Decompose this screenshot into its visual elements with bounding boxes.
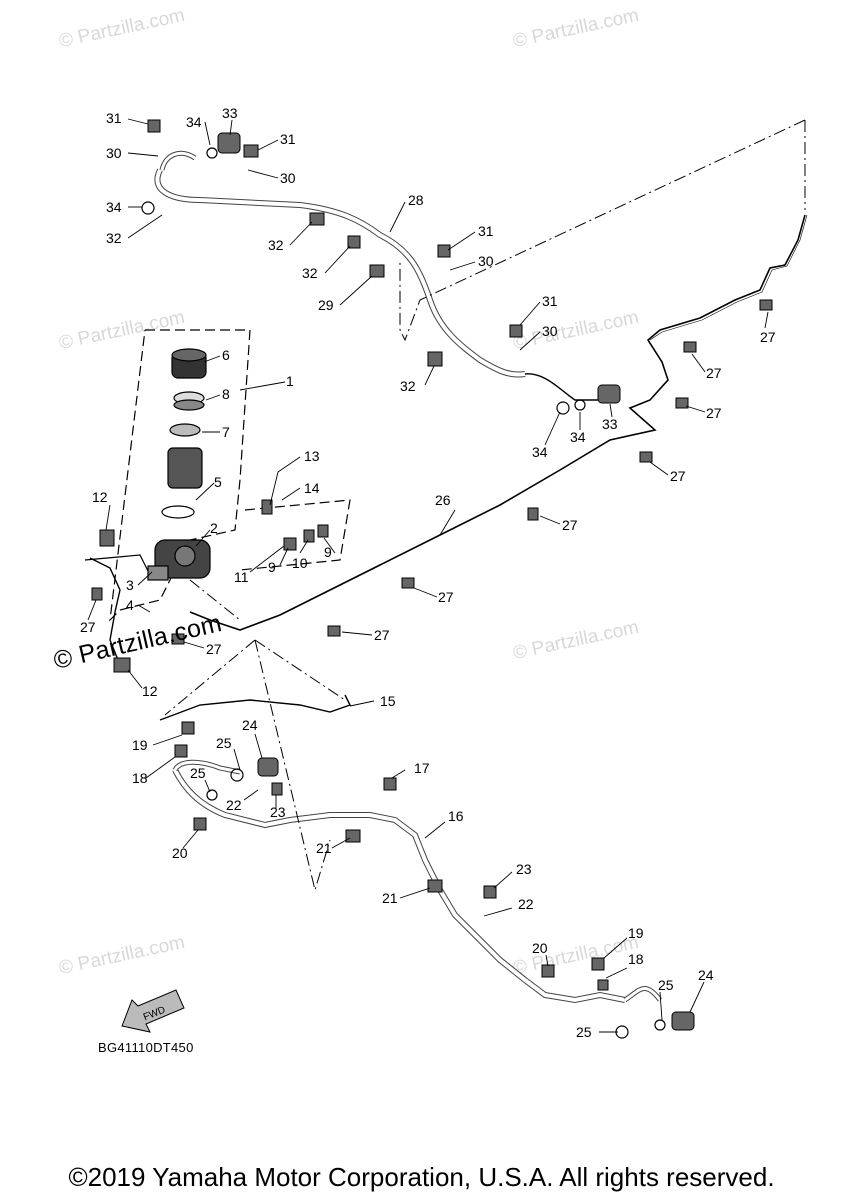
callout: 27 (438, 589, 454, 605)
callout: 25 (190, 765, 206, 781)
callout: 8 (222, 386, 230, 402)
callout: 27 (206, 641, 222, 657)
callout: 12 (92, 489, 108, 505)
callout: 27 (80, 619, 96, 635)
callout: 27 (760, 329, 776, 345)
callout: 32 (106, 230, 122, 246)
callout: 31 (478, 223, 494, 239)
diagram-code: BG41110DT450 (98, 1040, 194, 1055)
callout: 34 (570, 429, 586, 445)
callout: 25 (658, 977, 674, 993)
callout: 33 (602, 416, 618, 432)
callout: 1 (286, 373, 294, 389)
callout: 9 (324, 544, 332, 560)
callout: 27 (706, 405, 722, 421)
callout: 15 (380, 693, 396, 709)
callout: 21 (316, 840, 332, 856)
callout: 27 (374, 627, 390, 643)
callout: 12 (142, 683, 158, 699)
callout: 32 (302, 265, 318, 281)
callout: 34 (186, 114, 202, 130)
callout: 32 (268, 237, 284, 253)
callout: 20 (172, 845, 188, 861)
callout: 22 (518, 896, 534, 912)
callout: 19 (132, 737, 148, 753)
callout: 23 (270, 804, 286, 820)
callout: 32 (400, 378, 416, 394)
callout: 24 (698, 967, 714, 983)
callout: 34 (106, 199, 122, 215)
callout: 18 (132, 770, 148, 786)
callout: 30 (478, 253, 494, 269)
callout: 2 (210, 520, 218, 536)
callout: 27 (562, 517, 578, 533)
callout: 30 (542, 323, 558, 339)
callout: 31 (280, 131, 296, 147)
callout: 23 (516, 861, 532, 877)
callout: 25 (216, 735, 232, 751)
callout: 29 (318, 297, 334, 313)
callout: 14 (304, 480, 320, 496)
callout: 33 (222, 105, 238, 121)
callout: 24 (242, 717, 258, 733)
callout: 6 (222, 347, 230, 363)
callout: 11 (234, 569, 249, 585)
callout: 18 (628, 951, 644, 967)
callout: 16 (448, 808, 464, 824)
callout: 7 (222, 424, 230, 440)
callout: 9 (268, 559, 276, 575)
callout: 25 (576, 1024, 592, 1040)
callout: 30 (106, 145, 122, 161)
callout: 34 (532, 444, 548, 460)
callout: 31 (542, 293, 558, 309)
copyright-notice: ©2019 Yamaha Motor Corporation, U.S.A. A… (68, 1162, 775, 1192)
fwd-arrow-icon: FWD (121, 989, 185, 1033)
callout: 27 (706, 365, 722, 381)
callout: 4 (126, 597, 134, 613)
callout: 21 (382, 890, 398, 906)
callout: 28 (408, 192, 424, 208)
callout: 17 (414, 760, 430, 776)
callout: 30 (280, 170, 296, 186)
callout: 5 (214, 474, 222, 490)
callout: 19 (628, 925, 644, 941)
callout: 13 (304, 448, 320, 464)
callout: 26 (435, 492, 451, 508)
callout: 22 (226, 797, 242, 813)
callout: 3 (126, 577, 134, 593)
callout: 27 (670, 468, 686, 484)
callout: 10 (292, 555, 308, 571)
callout: 20 (532, 940, 548, 956)
callout: 31 (106, 110, 122, 126)
